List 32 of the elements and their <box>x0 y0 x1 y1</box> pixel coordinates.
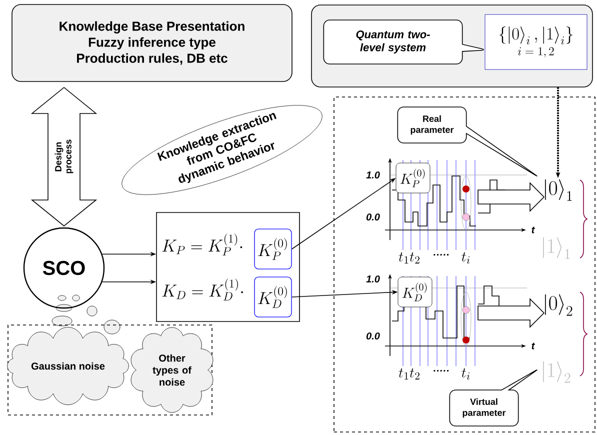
axis-label: $t_{2}$ <box>410 368 420 380</box>
axis-label: $t_{1}$ <box>398 368 408 380</box>
axis-label: t <box>532 342 535 350</box>
axis-label: $t_{i}$ <box>462 252 470 264</box>
axis-label: $t_{1}$ <box>398 252 408 264</box>
state-label: $\left|1\right\rangle_{1}$ <box>543 237 570 259</box>
formula-box: $K_{P}^{(0)}$ <box>396 162 430 194</box>
formula-box: $K_{D}^{(0)}$ <box>398 276 432 308</box>
cloud: Other types of noise <box>130 327 214 413</box>
dashed-box <box>334 96 596 432</box>
axis-label: t <box>532 226 535 234</box>
state-label: $\left|1\right\rangle_{2}$ <box>543 361 570 383</box>
formula-box: $K_{P}^{(0)}$ <box>254 228 292 270</box>
axis-label: 0.0 <box>366 332 380 340</box>
state-label: $\left|0\right\rangle_{2}$ <box>545 294 572 316</box>
block-arrow <box>30 86 98 226</box>
speech-callout: Quantum two-level system <box>323 20 484 64</box>
axis-label: 0.0 <box>366 213 380 221</box>
dashed-box <box>8 324 212 416</box>
axis-label: $t_{i}$ <box>462 368 470 380</box>
axis-label: ····· <box>434 254 449 256</box>
axis-label: 1.0 <box>366 275 380 283</box>
axis-label: $t_{2}$ <box>410 252 420 264</box>
block-arrow <box>478 182 545 212</box>
edge-label: Design process <box>54 140 74 174</box>
cloud: Gaussian noise <box>7 326 129 406</box>
formula-box: $K_{D}^{(0)}$ <box>254 276 292 318</box>
formula-box: $\left\{ \left|0\right\rangle_{i} , \left|1\right\rangle_{i} \right\}$ $i = 1, 2$ <box>484 14 588 70</box>
block-arrow <box>478 298 545 328</box>
rounded-box: Knowledge Base Presentation Fuzzy inference type Production rules, DB etc <box>12 4 292 82</box>
state-label: $\left|0\right\rangle_{1}$ <box>545 179 572 201</box>
axis-label: 1.0 <box>366 171 380 179</box>
